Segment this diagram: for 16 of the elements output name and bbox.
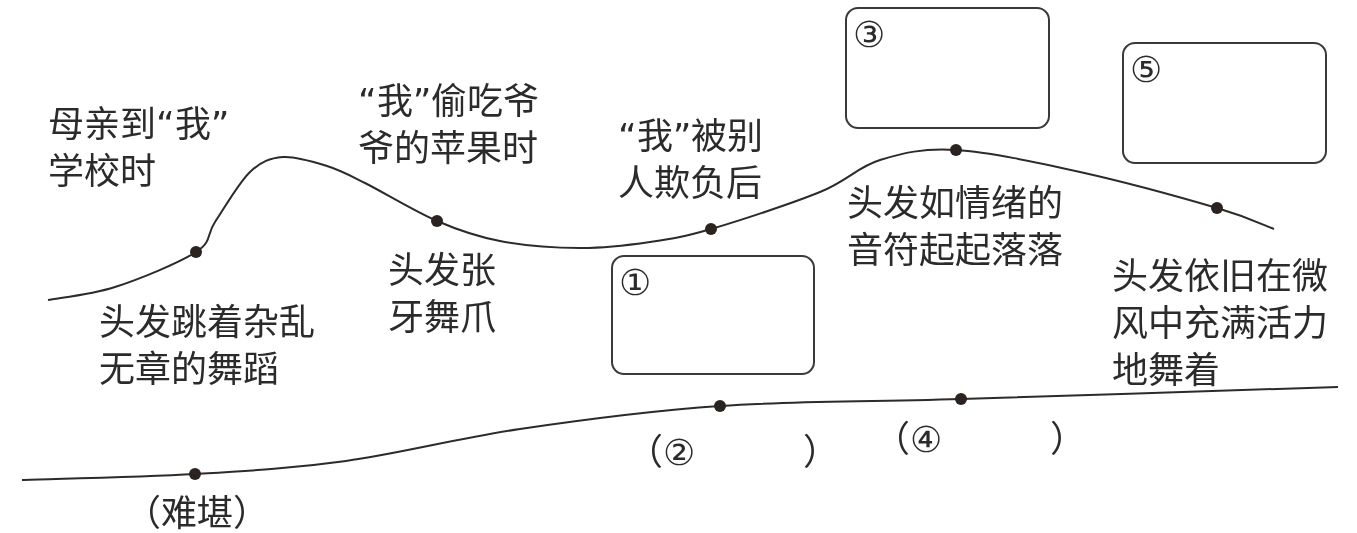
feeling-label: （难堪）	[125, 492, 269, 533]
event-label: “我”偷吃爷爷的苹果时	[358, 80, 541, 171]
circled-number: ①	[619, 263, 652, 303]
description-label: 头发依旧在微风中充满活力地舞着	[1112, 255, 1329, 393]
answer-box	[845, 7, 1050, 129]
event-label: 母亲到“我”学校时	[48, 103, 231, 194]
description-label: 头发如情绪的音符起起落落	[847, 182, 1064, 273]
answer-box	[611, 255, 815, 375]
description-label: 头发张牙舞爪	[388, 249, 497, 340]
description-label: 头发跳着杂乱无章的舞蹈	[99, 301, 316, 392]
answer-box	[1122, 42, 1327, 164]
fill-in-blank: （④ ）	[874, 418, 1087, 462]
event-label: “我”被别人欺负后	[618, 115, 765, 206]
circled-number: ③	[853, 15, 886, 55]
circled-number: ⑤	[1130, 50, 1163, 90]
fill-in-blank: （② ）	[627, 431, 840, 475]
